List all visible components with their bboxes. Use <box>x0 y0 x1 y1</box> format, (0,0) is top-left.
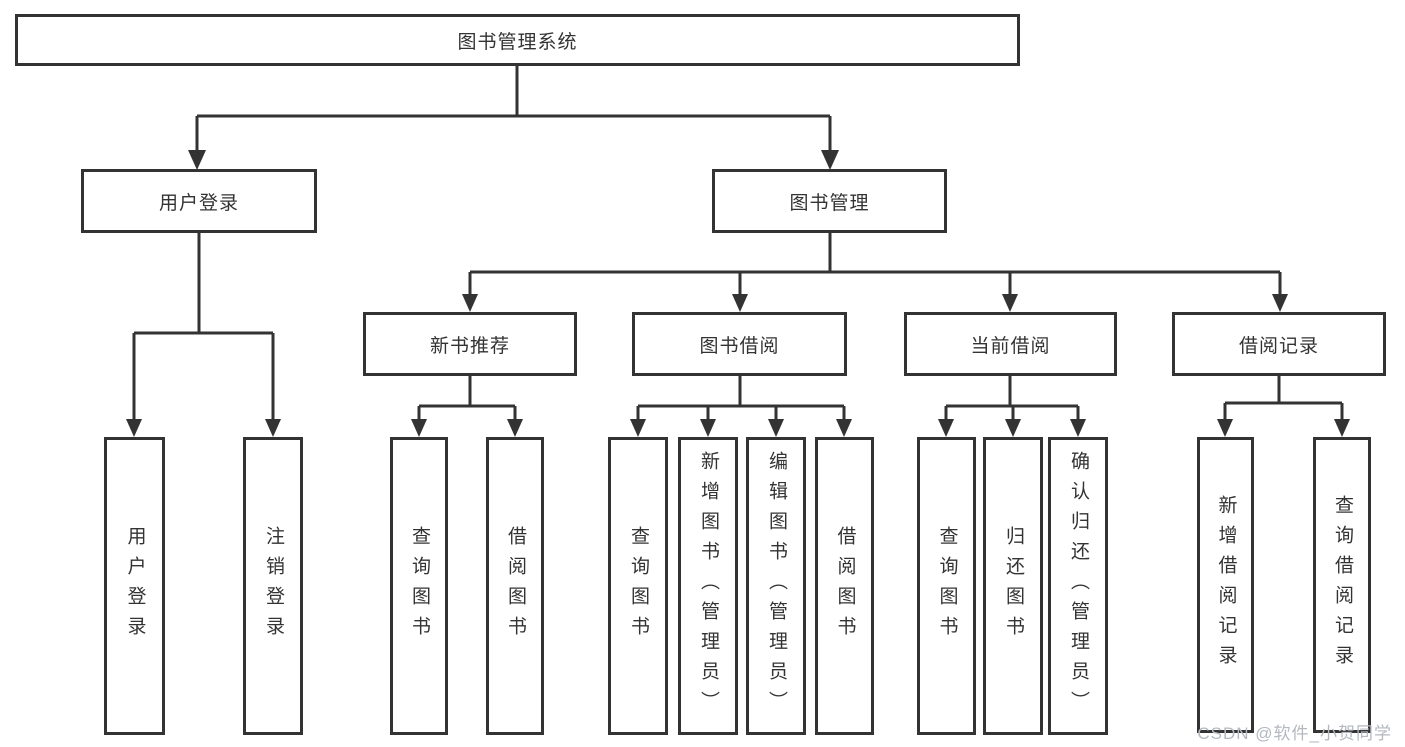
node-new-book-recommend: 新书推荐 <box>363 312 577 376</box>
leaf-query-borrow-record: 查询借阅记录 <box>1313 437 1371 733</box>
node-label: 新书推荐 <box>429 335 510 357</box>
arrow-down-icon <box>1334 419 1350 437</box>
connector-recommend-to-leaves <box>417 376 517 419</box>
leaf-confirm-return-admin: 确认归还（管理员） <box>1048 437 1108 735</box>
node-user-login: 用户登录 <box>81 169 317 233</box>
arrow-down-icon <box>265 419 281 437</box>
leaf-add-books-admin: 新增图书（管理员） <box>678 437 738 735</box>
arrow-down-icon <box>630 419 646 437</box>
node-label: 确认归还（管理员） <box>1067 451 1089 721</box>
arrow-down-icon <box>507 419 523 437</box>
node-label: 新增图书（管理员） <box>697 451 719 721</box>
leaf-return-books: 归还图书 <box>983 437 1043 735</box>
leaf-borrow-books: 借阅图书 <box>486 437 544 735</box>
connector-management-to-level2 <box>468 233 1282 294</box>
arrow-down-icon <box>700 419 716 437</box>
node-label: 归还图书 <box>1002 526 1024 646</box>
node-label: 图书借阅 <box>699 335 780 357</box>
arrow-down-icon <box>768 419 784 437</box>
arrow-down-icon <box>1272 294 1288 312</box>
leaf-logout: 注销登录 <box>243 437 303 735</box>
leaf-edit-books-admin: 编辑图书（管理员） <box>746 437 806 735</box>
arrow-down-icon <box>462 294 478 312</box>
node-label: 编辑图书（管理员） <box>765 451 787 721</box>
arrow-down-icon <box>1002 294 1018 312</box>
arrow-down-icon <box>126 419 142 437</box>
leaf-query-books: 查询图书 <box>917 437 976 735</box>
arrow-down-icon <box>836 419 852 437</box>
node-current-borrow: 当前借阅 <box>904 312 1117 376</box>
leaf-query-books: 查询图书 <box>390 437 448 735</box>
arrow-down-icon <box>1070 419 1086 437</box>
node-label: 当前借阅 <box>970 335 1051 357</box>
node-label: 用户登录 <box>158 192 239 214</box>
connector-current-to-leaves <box>944 376 1080 419</box>
arrow-down-icon <box>411 419 427 437</box>
connector-borrow-to-leaves <box>636 376 846 419</box>
node-label: 查询借阅记录 <box>1331 495 1353 675</box>
node-label: 借阅图书 <box>504 526 526 646</box>
arrow-down-icon <box>732 294 748 312</box>
leaf-user-login: 用户登录 <box>104 437 165 735</box>
node-borrow-records: 借阅记录 <box>1172 312 1386 376</box>
connector-records-to-leaves <box>1223 376 1344 419</box>
leaf-add-borrow-record: 新增借阅记录 <box>1197 437 1254 733</box>
node-label: 查询图书 <box>936 526 958 646</box>
arrow-down-icon <box>821 150 839 170</box>
node-label: 图书管理系统 <box>457 31 578 53</box>
arrow-down-icon <box>938 419 954 437</box>
node-label: 图书管理 <box>789 192 870 214</box>
node-label: 新增借阅记录 <box>1215 495 1237 675</box>
arrow-down-icon <box>1005 419 1021 437</box>
arrow-down-icon <box>188 150 206 170</box>
csdn-watermark: CSDN @软件_小贺同学 <box>1197 724 1392 743</box>
connector-login-to-leaves <box>132 233 275 419</box>
connector-root-to-level1 <box>195 66 832 150</box>
root-node-system: 图书管理系统 <box>15 14 1020 66</box>
node-book-borrow: 图书借阅 <box>632 312 847 376</box>
node-label: 注销登录 <box>262 526 284 646</box>
node-book-management: 图书管理 <box>712 169 947 233</box>
leaf-query-books: 查询图书 <box>608 437 668 735</box>
node-label: 查询图书 <box>627 526 649 646</box>
node-label: 借阅记录 <box>1238 335 1319 357</box>
node-label: 用户登录 <box>124 526 146 646</box>
arrow-down-icon <box>1217 419 1233 437</box>
leaf-borrow-books: 借阅图书 <box>815 437 874 735</box>
node-label: 查询图书 <box>408 526 430 646</box>
node-label: 借阅图书 <box>834 526 856 646</box>
